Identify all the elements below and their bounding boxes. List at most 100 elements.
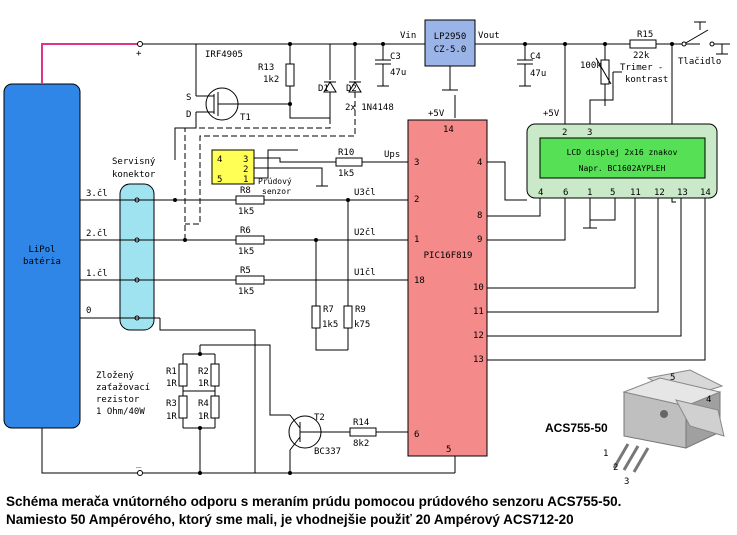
load-line2: zaťažovací [96, 383, 150, 393]
acs-pin-2: 2 [613, 463, 618, 473]
r9-value: k75 [354, 320, 370, 330]
d1-ref: D1 [318, 84, 329, 94]
mcu-plus5v: +5V [428, 109, 445, 119]
regulator-line1: LP2950 [434, 32, 467, 42]
r3-ref: R3 [166, 399, 177, 409]
mosfet-name: IRF4905 [205, 50, 243, 60]
t2-type: BC337 [314, 447, 341, 457]
lcd-pin-4: 4 [538, 188, 543, 198]
acs-pin-5: 5 [670, 373, 675, 383]
mcu-pin-5: 5 [446, 445, 451, 455]
pushbutton: Tlačidlo [678, 21, 730, 67]
resistor-r6: R6 1k5 U2čl [235, 226, 408, 257]
trimmer-label2: kontrast [625, 75, 668, 85]
lcd-pin-13: 13 [677, 188, 688, 198]
lcd-display: LCD displej 2x16 znakov Napr. BC1602AYPL… [526, 123, 718, 199]
battery-label-line1: LiPol [28, 245, 55, 255]
r1-ref: R1 [166, 367, 177, 377]
sensor-label2: senzor [262, 187, 291, 196]
r8-value: 1k5 [238, 207, 254, 217]
regulator-vin: Vin [400, 31, 416, 41]
load-line1: Zložený [96, 371, 135, 381]
trimmer-pot: 100k Trimer - kontrast [580, 44, 668, 106]
cell-2-label: 2.čl [86, 228, 108, 239]
lcd-plus5v: +5V [543, 109, 560, 119]
mcu-pin-8: 8 [477, 211, 482, 221]
mcu-pin-18: 18 [414, 276, 425, 286]
r5-value: 1k5 [238, 287, 254, 297]
lcd-pin-1: 1 [587, 188, 592, 198]
c3-ref: C3 [390, 52, 401, 62]
lcd-pin-5: 5 [610, 188, 615, 198]
acs-pin-1: 1 [603, 449, 608, 459]
r7-ref: R7 [323, 305, 334, 315]
r14-value: 8k2 [353, 439, 369, 449]
mosfet-s-label: S [186, 93, 191, 103]
r4-ref: R4 [198, 399, 209, 409]
mcu-pin-11: 11 [473, 307, 484, 317]
lcd-line2: Napr. BC1602AYPLEH [579, 164, 666, 173]
diodes-d1-d2: D1 D2 2x 1N4148 [289, 44, 394, 119]
r7-value: 1k5 [322, 320, 338, 330]
acs-name: ACS755-50 [545, 421, 608, 435]
lcd-pin-11: 11 [630, 188, 641, 198]
lipol-battery: LiPol batéria [3, 83, 81, 429]
mcu-pin-14: 14 [443, 125, 454, 135]
service-connector: Servisný konektor [112, 157, 156, 331]
c3-value: 47u [390, 68, 406, 78]
resistor-r7: R7 1k5 [311, 238, 348, 351]
lcd-pin-6: 6 [563, 188, 568, 198]
load-line4: 1 Ohm/40W [96, 407, 145, 417]
regulator-line2: CZ-5.0 [434, 45, 467, 55]
cell-3-label: 3.čl [86, 188, 108, 199]
load-line3: rezistor [96, 395, 140, 405]
pic-microcontroller: PIC16F819 14 5 3 2 1 18 6 4 8 9 10 11 12… [407, 119, 488, 457]
transistor-t2: T2 BC337 [288, 413, 350, 473]
r5-ref: R5 [240, 266, 251, 276]
mcu-pin-4: 4 [477, 158, 482, 168]
connector-label-line2: konektor [112, 170, 156, 180]
r10-ref: R10 [338, 148, 354, 158]
load-resistor-bank: R1 1R R2 1R R3 1R R4 1R Zložený zaťažova… [96, 345, 220, 473]
lcd-pin-3: 3 [587, 128, 592, 138]
r14-ref: R14 [353, 418, 369, 428]
r8-ref: R8 [240, 186, 251, 196]
r10-value: 1k5 [338, 169, 354, 179]
c4-ref: C4 [530, 52, 541, 62]
battery-positive-wire [41, 43, 140, 84]
sensor-pin-3: 3 [243, 155, 248, 165]
cell-1-label: 1.čl [86, 268, 108, 279]
resistor-r8: R8 1k5 U3čl [235, 186, 408, 217]
mcu-pin-1: 1 [414, 235, 419, 245]
mcu-pin-2: 2 [414, 195, 419, 205]
r4-value: 1R [198, 412, 209, 422]
circuit-schematic: LiPol batéria + _ IRF4905 S D T1 R13 1k2 [3, 19, 730, 487]
sensor-pin-5: 5 [217, 175, 222, 185]
battery-negative-wire [41, 428, 140, 474]
mcu-pin-12: 12 [473, 331, 484, 341]
current-sensor: 4 3 2 5 1 Prúdový senzor [211, 149, 292, 196]
trimmer-value: 100k [580, 61, 602, 71]
acs-pin-3: 3 [624, 477, 629, 487]
lcd-line1: LCD displej 2x16 znakov [567, 148, 678, 157]
capacitor-c4: C4 47u [517, 44, 546, 87]
r6-value: 1k5 [238, 247, 254, 257]
voltage-regulator: LP2950 CZ-5.0 Vin Vout [400, 19, 500, 91]
resistor-r15: R15 22k [629, 30, 657, 61]
mosfet-t1: IRF4905 S D T1 [186, 50, 251, 123]
r15-value: 22k [633, 51, 650, 61]
r6-ref: R6 [240, 226, 251, 236]
c4-value: 47u [530, 69, 546, 79]
acs-pin-4: 4 [706, 395, 711, 405]
trimmer-label1: Trimer - [620, 63, 663, 73]
r9-ref: R9 [355, 305, 366, 315]
r1-value: 1R [166, 379, 177, 389]
lcd-pin-12: 12 [654, 188, 665, 198]
r3-value: 1R [166, 412, 177, 422]
resistor-r9: R9 k75 [343, 198, 370, 350]
d2-ref: D2 [346, 84, 357, 94]
battery-minus-label: _ [136, 459, 142, 469]
mosfet-ref: T1 [240, 113, 251, 123]
mcu-pin-10: 10 [473, 283, 484, 293]
sensor-pin-1: 1 [243, 175, 248, 185]
